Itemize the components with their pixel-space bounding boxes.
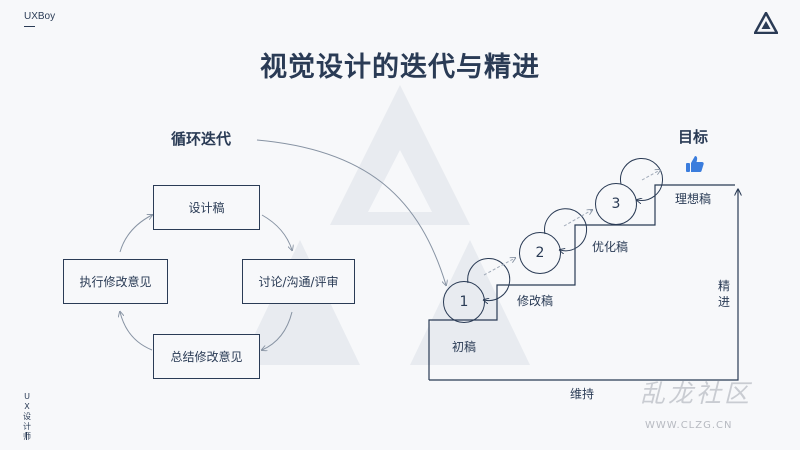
execute-label: 执行修改意见 (79, 275, 152, 289)
brand-name: UXBoy (24, 11, 56, 22)
step-cycle-arrows (467, 157, 664, 300)
maintain-label: 维持 (570, 387, 595, 401)
brand-underline (24, 26, 35, 27)
loop-arrows (120, 215, 292, 350)
loop-label: 循环迭代 (171, 130, 232, 148)
discussion-box: 讨论/沟通/评审 (242, 259, 355, 304)
watermark-url: WWW.CLZG.CN (645, 420, 733, 431)
step-2-circle: 2 (519, 232, 561, 274)
summary-box: 总结修改意见 (153, 334, 260, 379)
discussion-label: 讨论/沟通/评审 (258, 275, 339, 289)
background-triangles (240, 85, 530, 365)
summary-label: 总结修改意见 (170, 350, 243, 364)
execute-box: 执行修改意见 (63, 259, 168, 304)
watermark-text: 乱龙社区 (640, 379, 753, 408)
side-credit-line (26, 432, 27, 440)
design-draft-label: 设计稿 (188, 201, 225, 215)
iteration-curve-arrow (256, 139, 446, 285)
step-3-circle: 3 (595, 183, 637, 225)
step-1-circle: 1 (443, 281, 485, 323)
uxboy-logo-icon (754, 12, 778, 34)
goal-label: 目标 (678, 128, 709, 146)
step-3-number: 3 (611, 196, 621, 212)
step-3-label: 优化稿 (592, 240, 629, 254)
side-credit: UX设计师 (23, 392, 31, 441)
step-1-number: 1 (459, 294, 469, 310)
progress-arrows (483, 170, 660, 276)
page-title: 视觉设计的迭代与精进 (260, 52, 540, 83)
staircase (428, 184, 738, 381)
step-1-label: 初稿 (452, 340, 477, 354)
step-2-label: 修改稿 (517, 294, 554, 308)
thumbs-up-icon (686, 156, 704, 172)
refine-label: 精进 (717, 279, 730, 309)
design-draft-box: 设计稿 (153, 185, 260, 230)
step-2-number: 2 (535, 245, 545, 261)
ideal-draft-label: 理想稿 (675, 192, 712, 206)
